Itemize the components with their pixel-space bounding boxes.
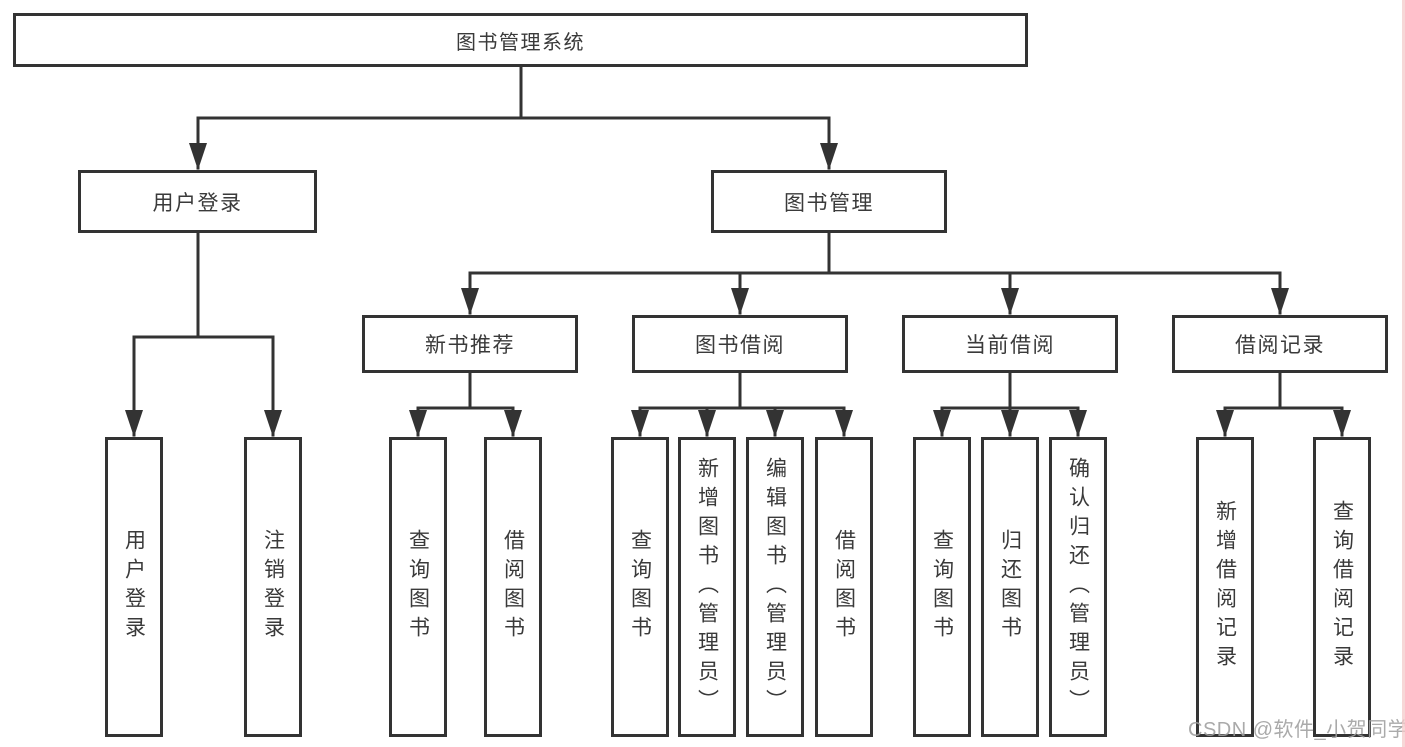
node-current-borrowing-label: 当前借阅 bbox=[965, 334, 1055, 357]
node-book-management-label: 图书管理 bbox=[784, 191, 874, 215]
node-new-book-recommend: 新书推荐 bbox=[362, 315, 578, 373]
node-borrowing-records: 借阅记录 bbox=[1172, 315, 1388, 373]
leaf-bb-query-books-label: 查询图书 bbox=[628, 529, 652, 645]
csdn-watermark: CSDN @软件_小贺同学 bbox=[1188, 719, 1405, 741]
node-book-borrowing-label: 图书借阅 bbox=[695, 334, 785, 357]
leaf-logout-label: 注销登录 bbox=[261, 529, 285, 645]
node-user-login-label: 用户登录 bbox=[152, 191, 243, 215]
leaf-br-add-record-label: 新增借阅记录 bbox=[1213, 500, 1237, 674]
leaf-bb-add-book-admin: 新增图书（管理员） bbox=[678, 437, 736, 737]
leaf-nb-query-books-label: 查询图书 bbox=[406, 529, 430, 645]
leaf-nb-query-books: 查询图书 bbox=[389, 437, 447, 737]
leaf-cb-confirm-return-admin-label: 确认归还（管理员） bbox=[1066, 456, 1090, 718]
node-root: 图书管理系统 bbox=[13, 13, 1028, 67]
leaf-bb-edit-book-admin: 编辑图书（管理员） bbox=[746, 437, 804, 737]
leaf-bb-borrow-books-label: 借阅图书 bbox=[832, 529, 856, 645]
node-book-management: 图书管理 bbox=[711, 170, 947, 233]
leaf-user-login: 用户登录 bbox=[105, 437, 163, 737]
leaf-br-add-record: 新增借阅记录 bbox=[1196, 437, 1254, 737]
arrowheads bbox=[125, 143, 1351, 437]
leaf-user-login-label: 用户登录 bbox=[122, 529, 146, 645]
leaf-bb-edit-book-admin-label: 编辑图书（管理员） bbox=[763, 456, 787, 718]
leaf-cb-query-books-label: 查询图书 bbox=[930, 529, 954, 645]
node-new-book-recommend-label: 新书推荐 bbox=[425, 334, 515, 357]
leaf-br-query-record: 查询借阅记录 bbox=[1313, 437, 1371, 737]
node-root-label: 图书管理系统 bbox=[456, 31, 585, 54]
leaf-cb-confirm-return-admin: 确认归还（管理员） bbox=[1049, 437, 1107, 737]
node-current-borrowing: 当前借阅 bbox=[902, 315, 1118, 373]
leaf-nb-borrow-books: 借阅图书 bbox=[484, 437, 542, 737]
leaf-cb-return-books-label: 归还图书 bbox=[998, 529, 1022, 645]
leaf-cb-return-books: 归还图书 bbox=[981, 437, 1039, 737]
leaf-cb-query-books: 查询图书 bbox=[913, 437, 971, 737]
leaf-bb-add-book-admin-label: 新增图书（管理员） bbox=[695, 456, 719, 718]
node-book-borrowing: 图书借阅 bbox=[632, 315, 848, 373]
right-edge-tint bbox=[1402, 0, 1405, 747]
leaf-logout: 注销登录 bbox=[244, 437, 302, 737]
leaf-bb-query-books: 查询图书 bbox=[611, 437, 669, 737]
leaf-nb-borrow-books-label: 借阅图书 bbox=[501, 529, 525, 645]
leaf-bb-borrow-books: 借阅图书 bbox=[815, 437, 873, 737]
node-user-login: 用户登录 bbox=[78, 170, 317, 233]
leaf-br-query-record-label: 查询借阅记录 bbox=[1330, 500, 1354, 674]
node-borrowing-records-label: 借阅记录 bbox=[1235, 334, 1325, 357]
